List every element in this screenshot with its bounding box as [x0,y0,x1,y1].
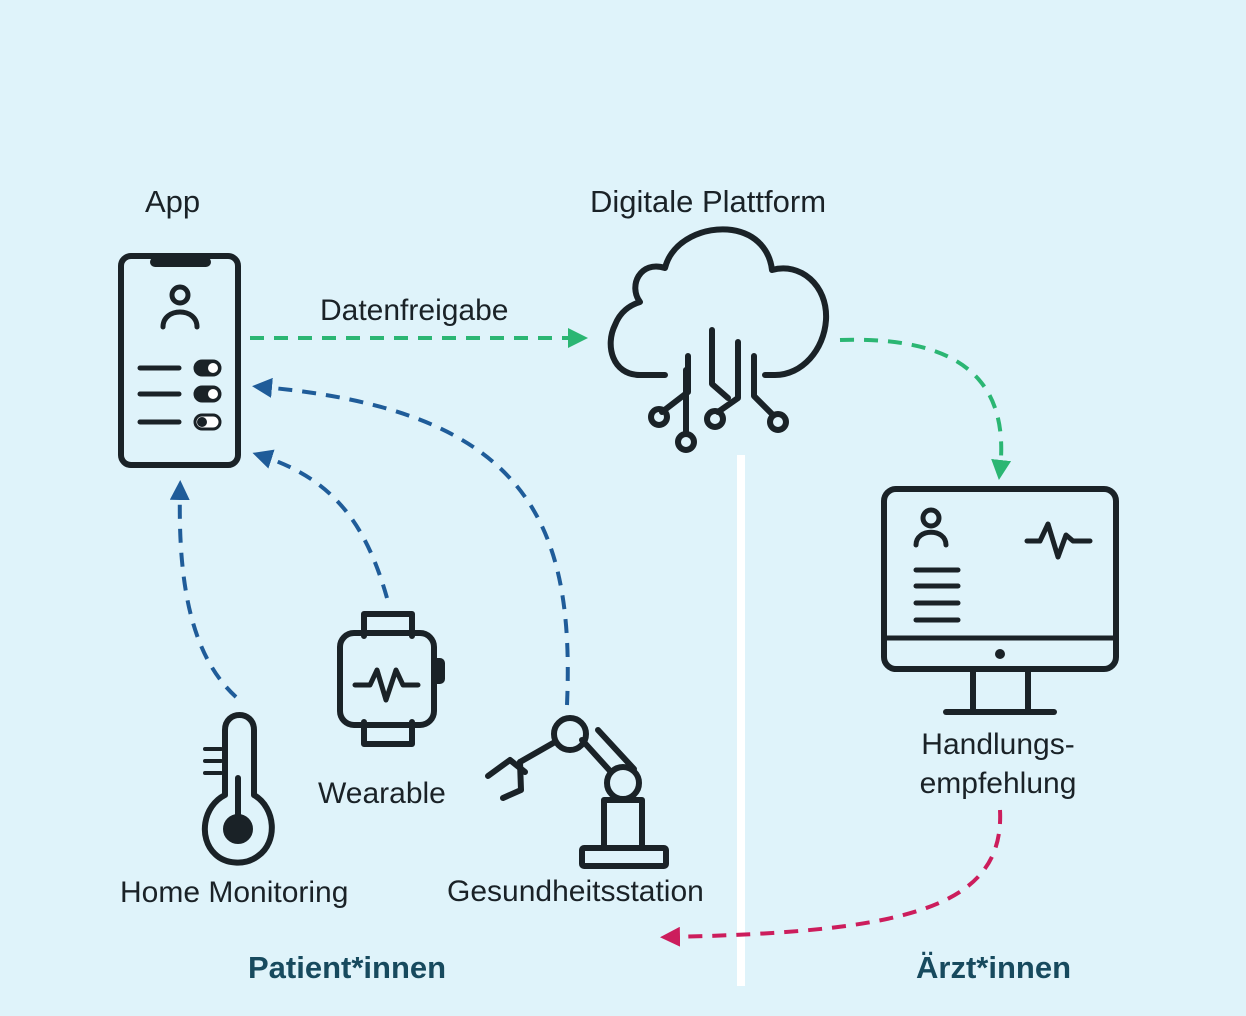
arrow-recommendation [660,809,1003,947]
recommendation-label-line1: Handlungs- [921,728,1075,761]
arrow-platform-to-doctor [839,337,1012,480]
wearable-label: Wearable [318,777,446,810]
monitor-icon [881,486,1119,715]
arrow-wearable [252,449,389,599]
platform-label: Digitale Plattform [590,184,827,219]
smartwatch-icon [337,611,445,747]
cloud-circuit-icon [607,226,830,453]
arrow-health-station [252,377,570,706]
thermometer-icon [201,712,275,866]
doctors-group-label: Ärzt*innen [916,950,1071,985]
arrow-home-monitoring [169,480,238,699]
home-monitoring-label: Home Monitoring [120,876,349,909]
robot-arm-icon [485,715,669,869]
app-label: App [145,184,201,219]
smartphone-icon [118,253,241,468]
recommendation-label-line2: empfehlung [919,767,1077,800]
health-station-label: Gesundheitsstation [447,875,704,908]
data-share-label: Datenfreigabe [320,294,509,327]
patients-group-label: Patient*innen [248,950,447,985]
